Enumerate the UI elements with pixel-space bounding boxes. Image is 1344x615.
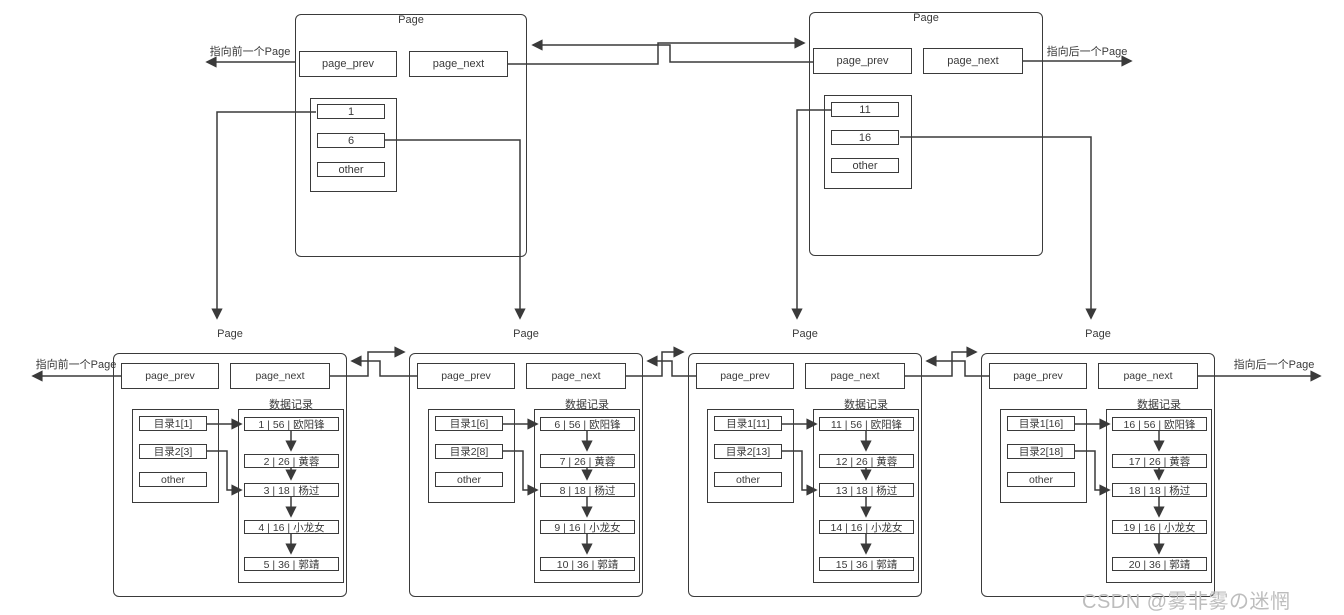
page-next-cell: page_next [923,48,1023,74]
page-next-cell: page_next [409,51,508,77]
page-outline [688,353,922,597]
entry-key: 6 [317,133,385,148]
directory-group-box [1000,409,1087,503]
page-next-cell: page_next [1098,363,1198,389]
entry-key: 1 [317,104,385,119]
page-next-cell: page_next [230,363,330,389]
record-row: 16 | 56 | 欧阳锋 [1112,417,1207,431]
record-row: 6 | 56 | 欧阳锋 [540,417,635,431]
page-title: Page [913,12,939,24]
entry-key: 16 [831,130,899,145]
page-prev-cell: page_prev [299,51,397,77]
directory-entry: 目录1[16] [1007,416,1075,431]
directory-entry: 目录2[8] [435,444,503,459]
next-pointer-label: 指向后一个Page [1233,359,1315,371]
page-title: Page [217,328,243,340]
record-row: 9 | 16 | 小龙女 [540,520,635,534]
page-prev-cell: page_prev [121,363,219,389]
directory-group-box [428,409,515,503]
record-row: 11 | 56 | 欧阳锋 [819,417,914,431]
prev-pointer-label: 指向前一个Page [209,46,291,58]
record-row: 10 | 36 | 郭靖 [540,557,635,571]
records-group-box [813,409,919,583]
directory-group-box [707,409,794,503]
page-outline [409,353,643,597]
record-row: 1 | 56 | 欧阳锋 [244,417,339,431]
page-prev-cell: page_prev [696,363,794,389]
page-outline [295,14,527,257]
page-prev-cell: page_prev [417,363,515,389]
directory-entry: 目录1[6] [435,416,503,431]
page-outline [809,12,1043,256]
page-outline [981,353,1215,597]
directory-entry: other [139,472,207,487]
record-row: 3 | 18 | 杨过 [244,483,339,497]
record-row: 20 | 36 | 郭靖 [1112,557,1207,571]
record-row: 5 | 36 | 郭靖 [244,557,339,571]
record-row: 4 | 16 | 小龙女 [244,520,339,534]
record-row: 19 | 16 | 小龙女 [1112,520,1207,534]
record-row: 2 | 26 | 黄蓉 [244,454,339,468]
next-pointer-label: 指向后一个Page [1046,46,1128,58]
record-row: 13 | 18 | 杨过 [819,483,914,497]
records-group-box [238,409,344,583]
records-group-box [534,409,640,583]
data-records-label: 数据记录 [1137,399,1181,411]
directory-entry: other [435,472,503,487]
entry-group-box [824,95,912,189]
prev-pointer-label: 指向前一个Page [35,359,117,371]
page-outline [113,353,347,597]
page-title: Page [513,328,539,340]
top-page-1: Page page_prev page_next 1 6 other [295,14,527,283]
record-row: 15 | 36 | 郭靖 [819,557,914,571]
arrow-page2-prev-to-page1 [350,355,417,377]
directory-entry: other [714,472,782,487]
record-row: 14 | 16 | 小龙女 [819,520,914,534]
watermark: CSDN @雾非雾の迷惘 [1082,591,1291,613]
directory-entry: 目录1[11] [714,416,782,431]
record-row: 18 | 18 | 杨过 [1112,483,1207,497]
arrow-top2-prev-to-top1 [531,39,813,63]
page-prev-cell: page_prev [989,363,1087,389]
entry-key: 11 [831,102,899,117]
leaf-page-4: Page page_prev page_next 数据记录 目录1[16] 目录… [981,328,1215,598]
directory-group-box [132,409,219,503]
record-row: 8 | 18 | 杨过 [540,483,635,497]
page-next-cell: page_next [805,363,905,389]
record-row: 12 | 26 | 黄蓉 [819,454,914,468]
top-page-2: Page page_prev page_next 11 16 other [809,12,1043,282]
page-prev-cell: page_prev [813,48,912,74]
directory-entry: 目录1[1] [139,416,207,431]
directory-entry: 目录2[3] [139,444,207,459]
directory-entry: 目录2[13] [714,444,782,459]
leaf-page-1: Page page_prev page_next 数据记录 目录1[1] 目录2… [113,328,347,598]
record-row: 7 | 26 | 黄蓉 [540,454,635,468]
arrow-page4-prev-to-page3 [925,355,989,377]
entry-group-box [310,98,397,192]
entry-other: other [831,158,899,173]
page-title: Page [1085,328,1111,340]
directory-entry: 目录2[18] [1007,444,1075,459]
directory-entry: other [1007,472,1075,487]
data-records-label: 数据记录 [565,399,609,411]
leaf-page-2: Page page_prev page_next 数据记录 目录1[6] 目录2… [409,328,643,598]
arrow-top1-next-to-top2 [508,37,806,65]
leaf-page-3: Page page_prev page_next 数据记录 目录1[11] 目录… [688,328,922,598]
record-row: 17 | 26 | 黄蓉 [1112,454,1207,468]
data-records-label: 数据记录 [269,399,313,411]
entry-other: other [317,162,385,177]
data-records-label: 数据记录 [844,399,888,411]
page-title: Page [398,14,424,26]
page-next-cell: page_next [526,363,626,389]
page-title: Page [792,328,818,340]
records-group-box [1106,409,1212,583]
